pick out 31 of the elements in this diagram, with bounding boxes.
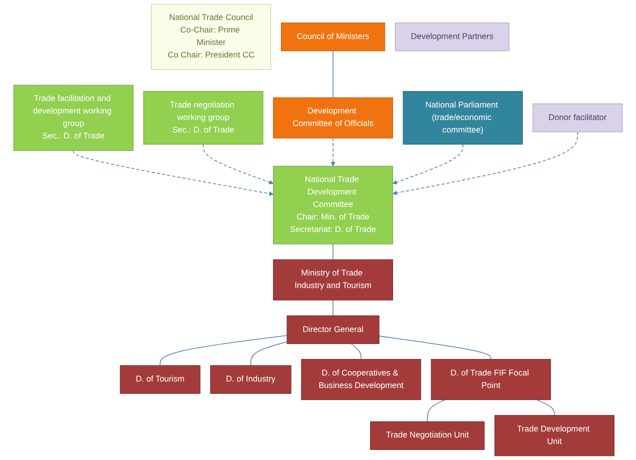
node-box: Trade Negotiation Unit [370,421,485,450]
node-box: Development Partners [394,22,510,52]
node-box: Trade facilitation and development working group Sec.: D. of Trade [13,84,134,151]
node-box: National Trade Development Committee Chair: Min. of Trade Secretariat: D. of Trade [273,166,393,244]
node-box: National Parliament (trade/economic committee) [402,91,523,145]
connector [160,335,288,366]
node-box: Ministry of Trade Industry and Tourism [273,259,393,300]
node-box: National Trade Council Co-Chair: Prime Minister Co Chair: President CC [151,4,272,70]
arrow [392,144,464,184]
node-box: D. of Trade FIF Focal Point [430,359,551,400]
connector [378,336,492,360]
node-box: Trade negotiation working group Sec.: D. of Trade [143,91,264,145]
connector [250,342,288,366]
node-box: Donor facilitator [532,104,623,132]
arrow [73,150,274,196]
node-box: Director General [286,315,380,344]
node-box: D. of Cooperatives & Business Development [301,359,422,400]
arrow [330,138,336,166]
node-box: D. of Tourism [120,365,200,394]
connector [332,50,334,98]
connector [332,300,334,316]
connector [427,399,446,422]
node-box: Trade Development Unit [494,415,614,456]
connector [536,399,555,416]
arrow [202,144,274,184]
node-box: Development Committee of Officials [273,97,393,138]
arrow [392,131,578,196]
connector [332,244,334,260]
node-box: D. of Industry [210,365,292,394]
connector [350,343,362,360]
node-box: Council of Ministers [280,22,386,52]
